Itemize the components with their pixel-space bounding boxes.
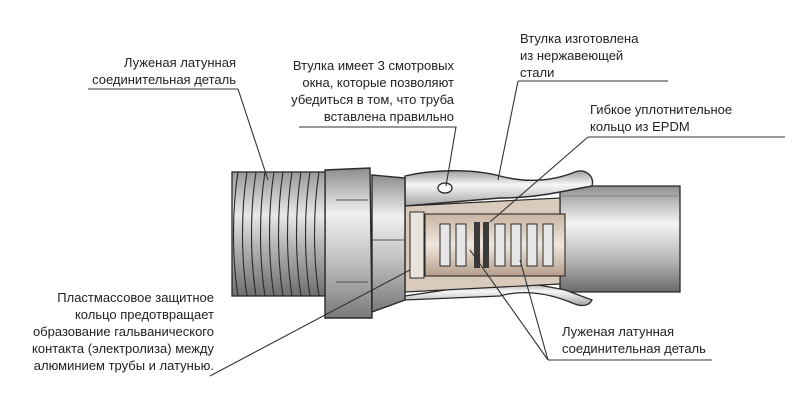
- inspection-window-icon: [437, 182, 453, 194]
- aluminium-pipe: [559, 185, 681, 293]
- plastic-ring-icon: [409, 211, 425, 279]
- label-line: Пластмассовое защитное: [57, 290, 214, 305]
- thread-ridge: [250, 171, 257, 297]
- cutaway-interior: [404, 197, 566, 293]
- label-epdm-ring: Гибкое уплотнительное кольцо из EPDM: [590, 101, 732, 135]
- label-sleeve-material: Втулка изготовлена из нержавеющей стали: [520, 30, 638, 81]
- hex-nut: [324, 167, 406, 319]
- thread-ridge: [232, 171, 239, 297]
- epdm-ring-icon: [474, 222, 489, 268]
- label-brass-connector-bottom: Луженая латунная соединительная деталь: [562, 323, 706, 357]
- thread-ridge: [268, 171, 275, 297]
- thread-ridge: [286, 171, 293, 297]
- label-line: образование гальванического: [32, 324, 214, 339]
- label-line: стали: [520, 65, 555, 80]
- label-line: Втулка изготовлена: [520, 31, 639, 46]
- thread-ridge: [313, 171, 320, 297]
- label-line: кольцо из EPDM: [590, 119, 690, 134]
- thread-ridge: [241, 171, 248, 297]
- stainless-sleeve: [404, 170, 594, 307]
- label-line: Гибкое уплотнительное: [590, 102, 733, 117]
- label-brass-connector-top: Луженая латунная соединительная деталь: [60, 54, 236, 88]
- label-line: из нержавеющей: [520, 48, 624, 63]
- label-line: окна, которые позволяют: [302, 75, 454, 90]
- label-line: контакта (электролиза) между: [32, 341, 214, 356]
- thread-ridge: [304, 171, 311, 297]
- label-line: соединительная деталь: [562, 341, 706, 356]
- label-line: убедиться в том, что труба: [291, 92, 454, 107]
- label-line: соединительная деталь: [92, 72, 236, 87]
- label-plastic-ring: Пластмассовое защитное кольцо предотвращ…: [20, 289, 214, 374]
- label-line: Втулка имеет 3 смотровых: [292, 58, 454, 73]
- leader-lines: [88, 80, 785, 377]
- label-line: кольцо предотвращает: [74, 307, 214, 322]
- label-line: вставлена правильно: [323, 109, 454, 124]
- label-line: Луженая латунная: [562, 324, 675, 339]
- label-line: алюминием трубы и латунью.: [33, 358, 214, 373]
- thread-ridge: [277, 171, 284, 297]
- thread-ridge: [295, 171, 302, 297]
- label-sleeve-windows: Втулка имеет 3 смотровых окна, которые п…: [260, 57, 454, 125]
- label-line: Луженая латунная: [123, 55, 236, 70]
- thread-ridge: [259, 171, 266, 297]
- threaded-end: [231, 171, 326, 297]
